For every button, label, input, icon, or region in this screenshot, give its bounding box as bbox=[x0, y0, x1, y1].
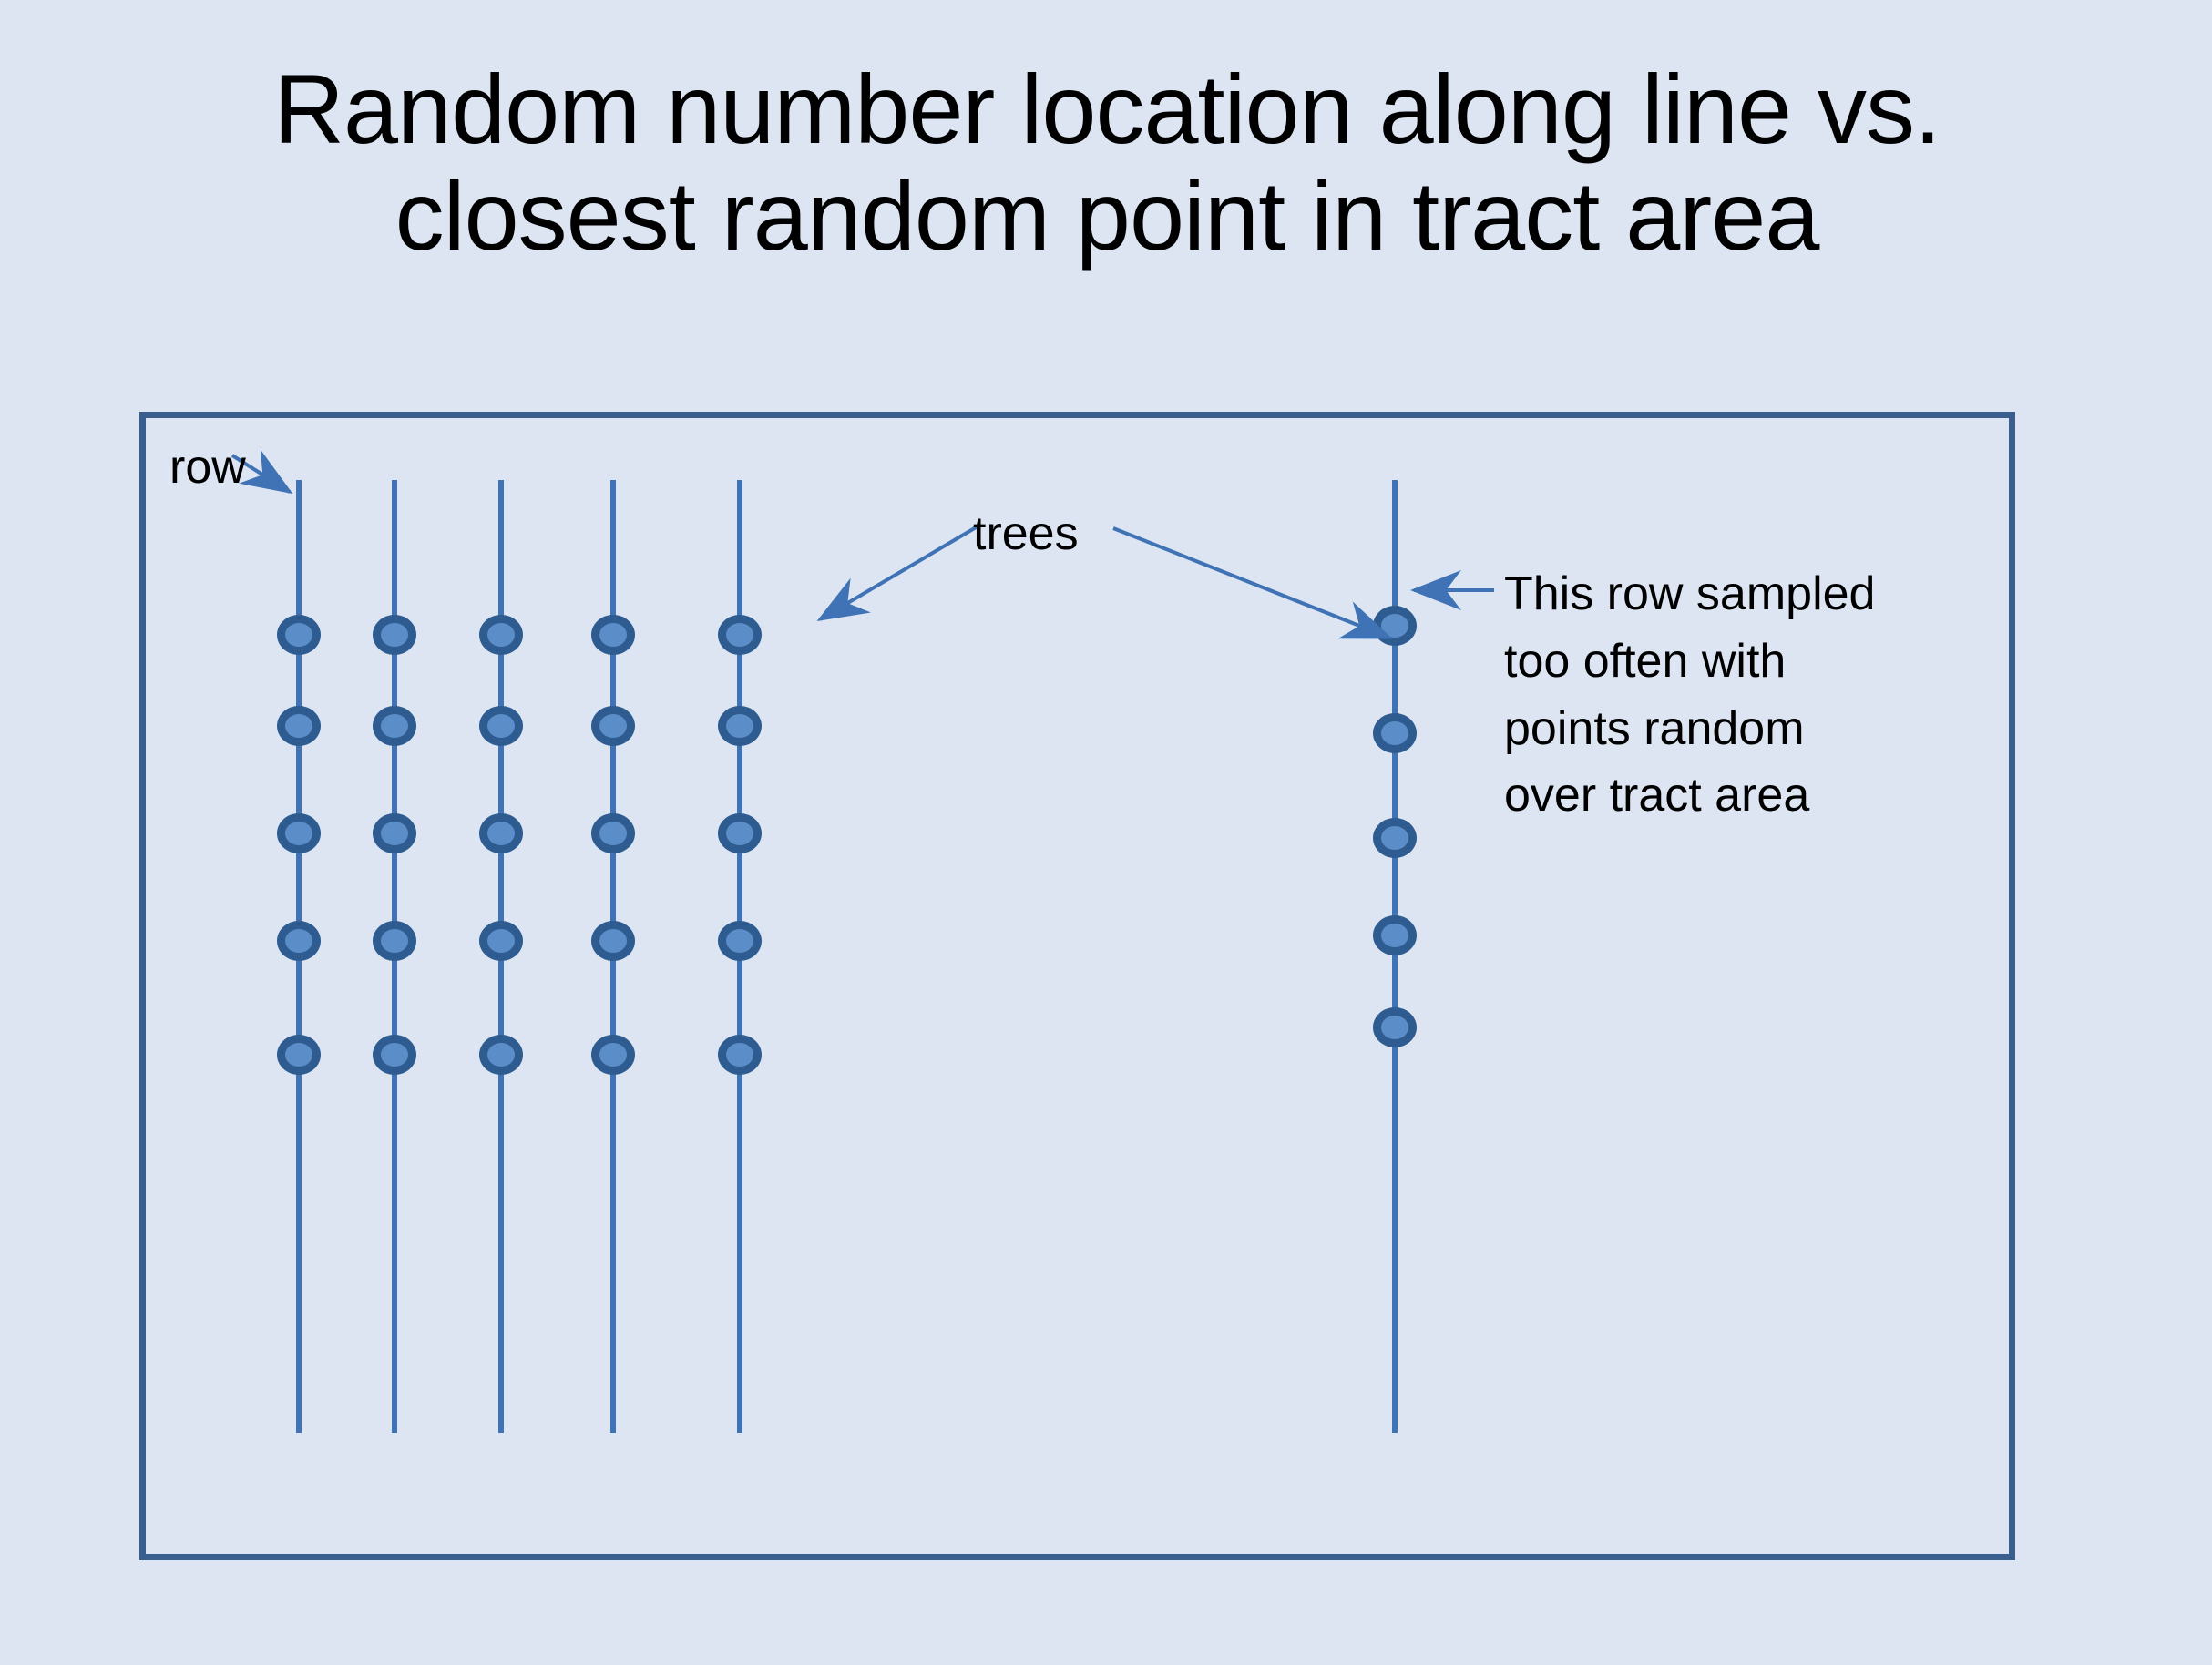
page-title-line-1: Random number location along line vs. bbox=[272, 54, 1941, 164]
page-title-line-2: closest random point in tract area bbox=[394, 159, 1820, 271]
tree-point bbox=[373, 706, 416, 746]
tree-point bbox=[479, 921, 523, 961]
tree-point bbox=[277, 706, 321, 746]
tree-point bbox=[373, 813, 416, 853]
label-trees: trees bbox=[973, 507, 1079, 560]
tree-point bbox=[373, 921, 416, 961]
tree-point bbox=[591, 813, 635, 853]
tree-point bbox=[718, 813, 762, 853]
tree-point bbox=[479, 813, 523, 853]
tree-point bbox=[718, 615, 762, 655]
tree-point bbox=[479, 1035, 523, 1075]
tree-point bbox=[718, 706, 762, 746]
tree-point bbox=[479, 615, 523, 655]
tree-point bbox=[591, 706, 635, 746]
tree-row-line bbox=[1392, 480, 1398, 1433]
tree-point bbox=[277, 921, 321, 961]
tree-point bbox=[591, 1035, 635, 1075]
tree-point bbox=[718, 921, 762, 961]
tree-point bbox=[277, 1035, 321, 1075]
tree-point bbox=[1373, 606, 1417, 646]
tree-point bbox=[1373, 713, 1417, 753]
tree-point bbox=[591, 921, 635, 961]
tree-point bbox=[1373, 818, 1417, 858]
tree-point bbox=[373, 615, 416, 655]
tract-area-boundary bbox=[139, 412, 2015, 1560]
label-row: row bbox=[169, 441, 246, 494]
tree-point bbox=[591, 615, 635, 655]
tree-point bbox=[1373, 915, 1417, 955]
tree-point bbox=[718, 1035, 762, 1075]
tree-point bbox=[1373, 1007, 1417, 1047]
tree-point bbox=[479, 706, 523, 746]
page-title: Random number location along line vs. cl… bbox=[109, 56, 2104, 269]
tree-point bbox=[373, 1035, 416, 1075]
tree-point bbox=[277, 813, 321, 853]
tree-point bbox=[277, 615, 321, 655]
annotation-oversampled-row: This row sampled too often with points r… bbox=[1504, 567, 1876, 822]
